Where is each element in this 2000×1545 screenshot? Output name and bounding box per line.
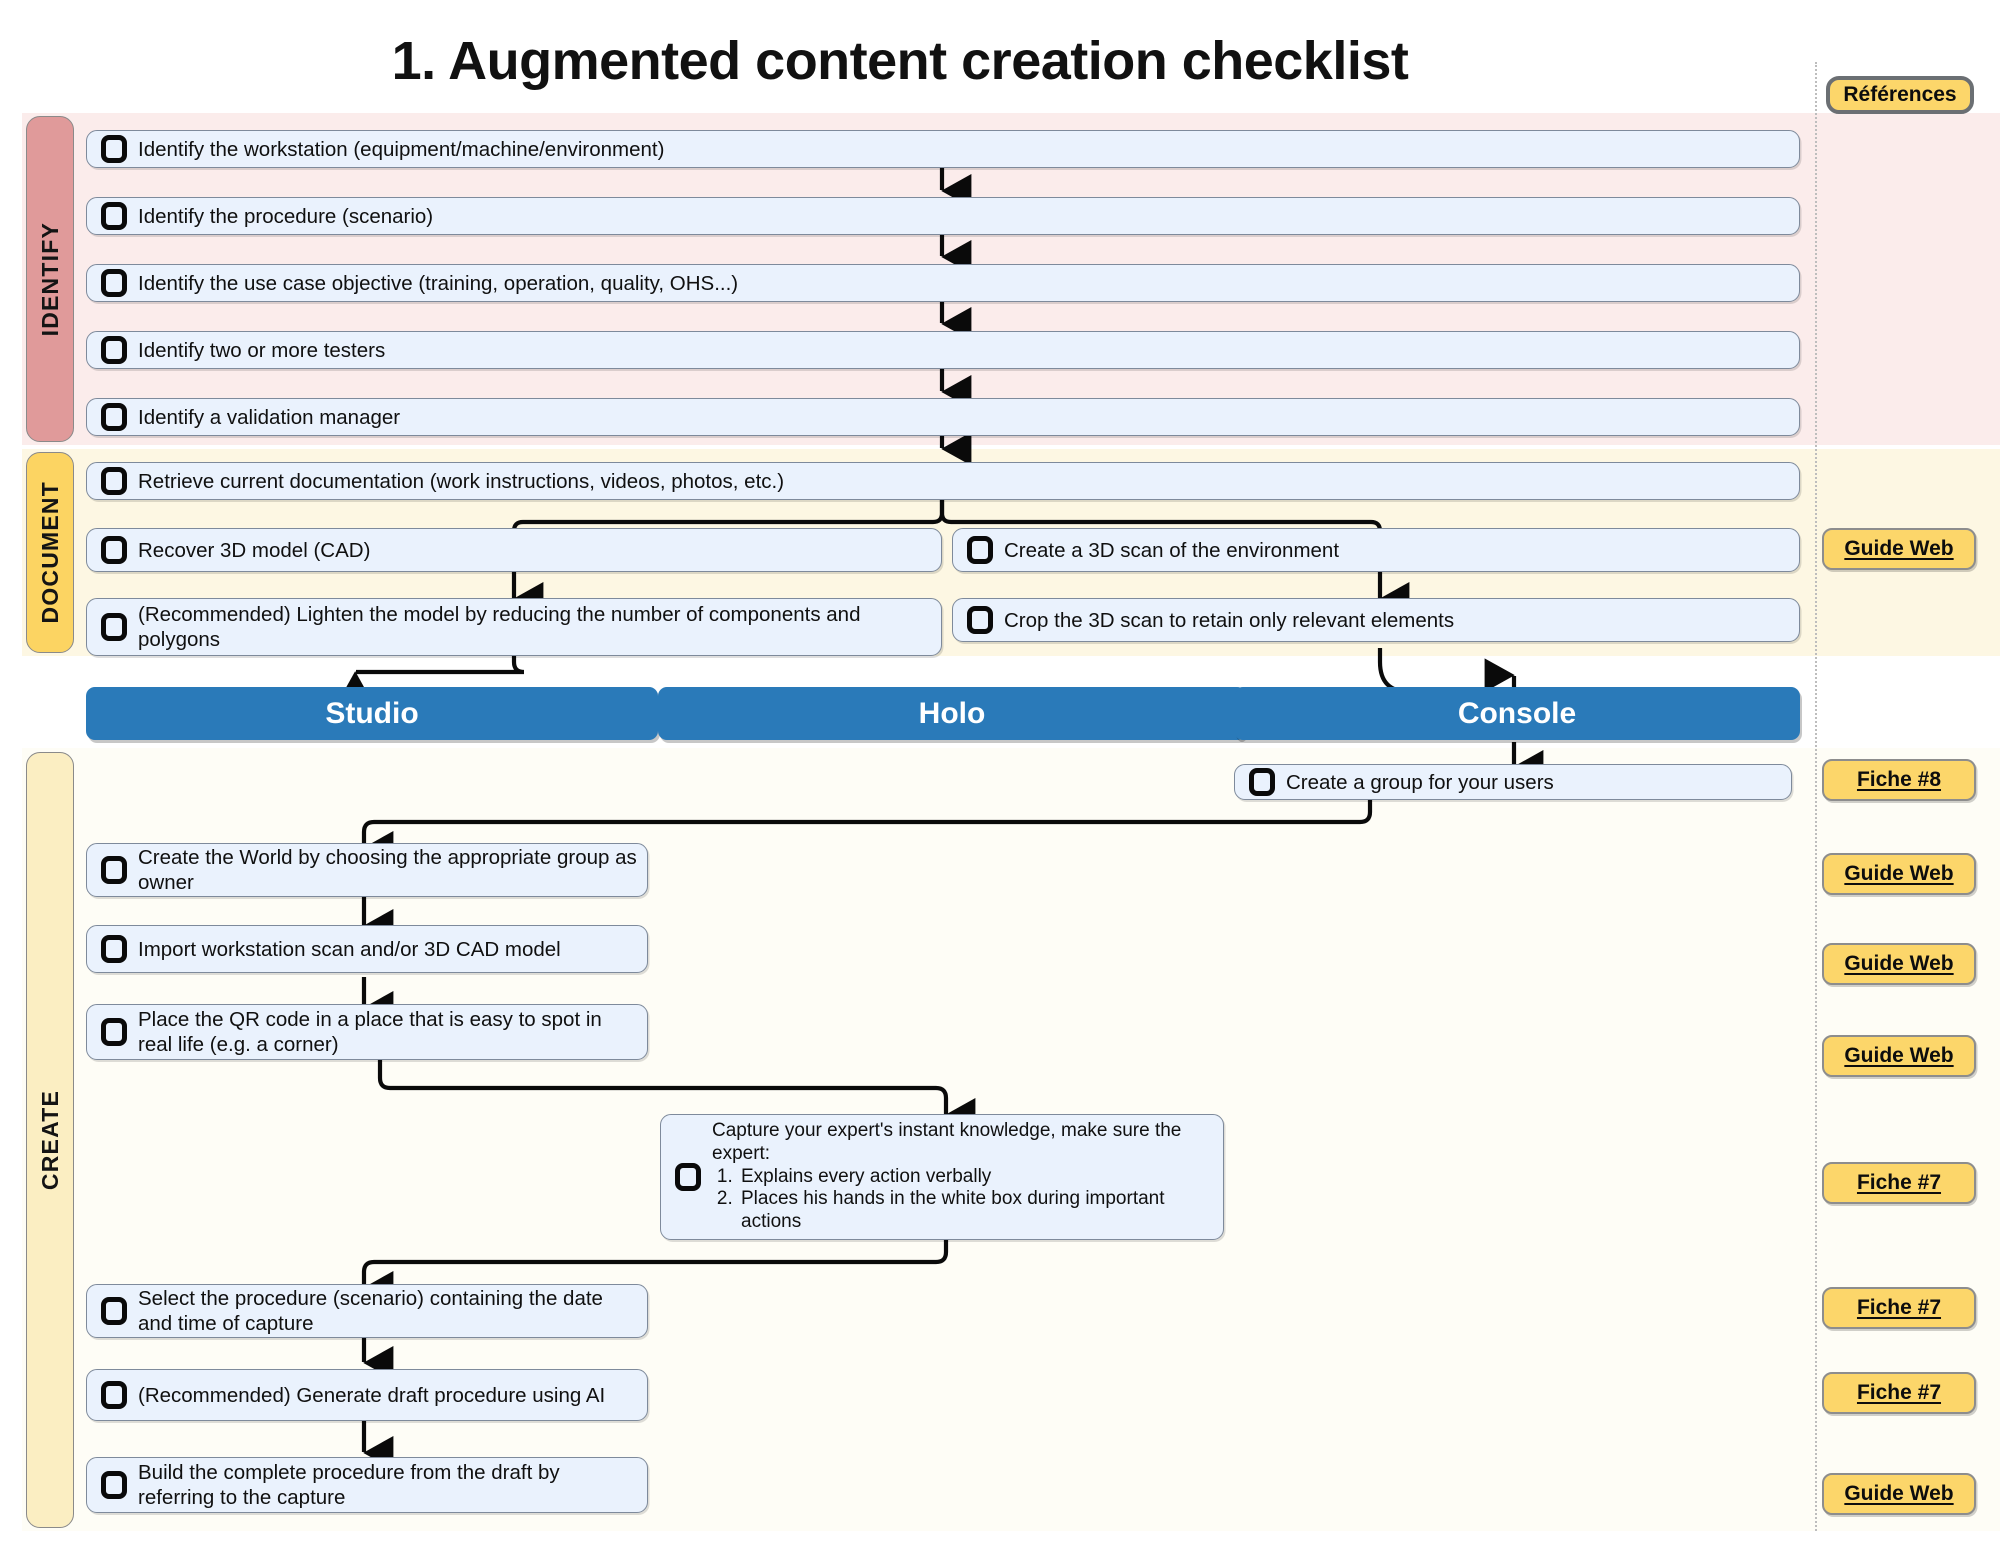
checklist-item-label: Select the procedure (scenario) containi… [138, 1287, 603, 1335]
checkbox-icon[interactable] [101, 403, 127, 431]
checklist-item[interactable]: Identify a validation manager [86, 398, 1800, 436]
reference-badge-label: Guide Web [1844, 1044, 1954, 1067]
checklist-item-label: Identify the procedure (scenario) [138, 204, 434, 228]
checklist-item[interactable]: Crop the 3D scan to retain only relevant… [952, 598, 1800, 642]
checklist-item-label: Create a group for your users [1286, 770, 1554, 794]
reference-badge-label: Fiche #8 [1856, 768, 1942, 791]
reference-badge-guide-web[interactable]: Guide Web [1822, 943, 1976, 985]
checkbox-icon[interactable] [101, 1381, 127, 1409]
checklist-item[interactable]: Identify the use case objective (trainin… [86, 264, 1800, 302]
checklist-item-label: Identify the workstation (equipment/mach… [138, 137, 665, 161]
checklist-item[interactable]: (Recommended) Generate draft procedure u… [86, 1369, 648, 1421]
app-tab-holo[interactable]: Holo [658, 687, 1246, 740]
checklist-item[interactable]: Identify the procedure (scenario) [86, 197, 1800, 235]
reference-badge-label: Guide Web [1844, 952, 1954, 975]
references-header-badge[interactable]: Références [1826, 76, 1974, 114]
checkbox-icon[interactable] [101, 856, 127, 884]
reference-rail-divider [1815, 62, 1817, 1531]
checklist-item-label: Crop the 3D scan to retain only relevant… [1004, 608, 1455, 632]
app-tab-label: Console [1457, 696, 1577, 730]
checkbox-icon[interactable] [101, 1297, 127, 1325]
reference-badge-label: Fiche #7 [1856, 1381, 1942, 1404]
reference-badge-guide-web[interactable]: Guide Web [1822, 1035, 1976, 1077]
checkbox-icon[interactable] [101, 536, 127, 564]
checklist-item[interactable]: Identify two or more testers [86, 331, 1800, 369]
reference-badge-label: Guide Web [1844, 862, 1954, 885]
capture-heading: Capture your expert's instant knowledge,… [712, 1120, 1182, 1164]
capture-knowledge-item[interactable]: Capture your expert's instant knowledge,… [660, 1114, 1224, 1240]
checklist-item[interactable]: Import workstation scan and/or 3D CAD mo… [86, 925, 648, 973]
capture-content: Capture your expert's instant knowledge,… [712, 1120, 1213, 1234]
checklist-item[interactable]: Identify the workstation (equipment/mach… [86, 130, 1800, 168]
capture-step: Places his hands in the white box during… [738, 1188, 1213, 1234]
checkbox-icon[interactable] [967, 606, 993, 634]
checklist-item-label: (Recommended) Generate draft procedure u… [138, 1383, 606, 1407]
phase-tab-document: DOCUMENT [26, 452, 74, 653]
phase-label-identify: IDENTIFY [36, 221, 63, 337]
checklist-item[interactable]: Recover 3D model (CAD) [86, 528, 942, 572]
phase-label-document: DOCUMENT [36, 481, 63, 624]
reference-badge-guide-web[interactable]: Guide Web [1822, 528, 1976, 570]
checkbox-icon[interactable] [101, 269, 127, 297]
checklist-item[interactable]: Create a group for your users [1234, 764, 1792, 800]
app-tab-label: Holo [918, 696, 986, 730]
checklist-item-label: Identify two or more testers [138, 338, 386, 362]
app-tab-label: Studio [325, 696, 419, 730]
checklist-item[interactable]: Create the World by choosing the appropr… [86, 843, 648, 897]
checkbox-icon[interactable] [1249, 768, 1275, 796]
checkbox-icon[interactable] [101, 202, 127, 230]
capture-step-list: Explains every action verbally Places hi… [712, 1166, 1213, 1234]
checkbox-icon[interactable] [101, 467, 127, 495]
checklist-item-label: Import workstation scan and/or 3D CAD mo… [138, 937, 561, 961]
checkbox-icon[interactable] [101, 336, 127, 364]
checklist-item-label: Create the World by choosing the appropr… [138, 846, 637, 894]
checklist-item-label: Create a 3D scan of the environment [1004, 538, 1340, 562]
capture-step: Explains every action verbally [738, 1166, 1213, 1189]
reference-badge-label: Guide Web [1844, 537, 1954, 560]
reference-badge-guide-web[interactable]: Guide Web [1822, 853, 1976, 895]
checkbox-icon[interactable] [101, 135, 127, 163]
checkbox-icon[interactable] [101, 1471, 127, 1499]
checklist-item-label: Retrieve current documentation (work ins… [138, 469, 785, 493]
checklist-item-label: (Recommended) Lighten the model by reduc… [138, 603, 861, 651]
reference-badge-label: Guide Web [1844, 1482, 1954, 1505]
phase-label-create: CREATE [36, 1089, 63, 1191]
reference-badge-fiche-7[interactable]: Fiche #7 [1822, 1162, 1976, 1204]
checkbox-icon[interactable] [101, 1018, 127, 1046]
reference-badge-fiche-7[interactable]: Fiche #7 [1822, 1287, 1976, 1329]
checkbox-icon[interactable] [967, 536, 993, 564]
checkbox-icon[interactable] [101, 935, 127, 963]
checklist-item-label: Recover 3D model (CAD) [138, 538, 371, 562]
page-title: 1. Augmented content creation checklist [391, 31, 1409, 91]
checklist-item[interactable]: Place the QR code in a place that is eas… [86, 1004, 648, 1060]
reference-badge-fiche-7[interactable]: Fiche #7 [1822, 1372, 1976, 1414]
app-tab-studio[interactable]: Studio [86, 687, 658, 740]
checklist-item[interactable]: Build the complete procedure from the dr… [86, 1457, 648, 1513]
checklist-item-label: Identify a validation manager [138, 405, 401, 429]
reference-badge-label: Fiche #7 [1856, 1171, 1942, 1194]
reference-badge-guide-web[interactable]: Guide Web [1822, 1473, 1976, 1515]
checklist-item[interactable]: Select the procedure (scenario) containi… [86, 1284, 648, 1338]
phase-tab-create: CREATE [26, 752, 74, 1528]
app-tab-console[interactable]: Console [1234, 687, 1800, 740]
reference-badge-fiche-8[interactable]: Fiche #8 [1822, 759, 1976, 801]
checklist-item[interactable]: Retrieve current documentation (work ins… [86, 462, 1800, 500]
checklist-item-label: Build the complete procedure from the dr… [138, 1461, 560, 1509]
checklist-item[interactable]: Create a 3D scan of the environment [952, 528, 1800, 572]
checklist-item-label: Place the QR code in a place that is eas… [138, 1008, 602, 1056]
reference-badge-label: Fiche #7 [1856, 1296, 1942, 1319]
checkbox-icon[interactable] [675, 1163, 701, 1191]
checklist-item[interactable]: (Recommended) Lighten the model by reduc… [86, 598, 942, 656]
phase-tab-identify: IDENTIFY [26, 116, 74, 442]
checklist-item-label: Identify the use case objective (trainin… [138, 271, 739, 295]
references-header-label: Références [1843, 83, 1957, 106]
checkbox-icon[interactable] [101, 613, 127, 641]
